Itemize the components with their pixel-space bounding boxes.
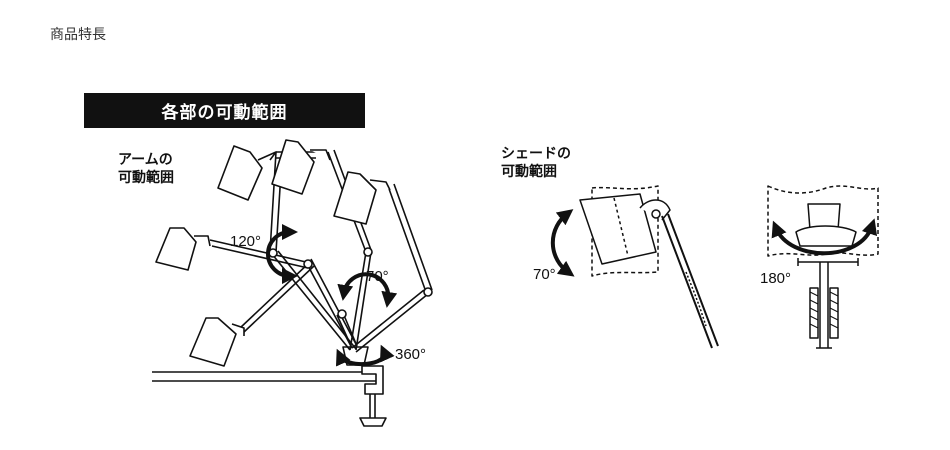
arm-label-line2: 可動範囲 [118, 170, 174, 186]
shade-swivel-drawing [767, 185, 879, 349]
arm-range-drawing [152, 139, 433, 427]
section-banner: 各部の可動範囲 [84, 93, 365, 128]
shade-tilt-drawing [550, 185, 719, 349]
angle-shade-tilt: 70° [533, 266, 556, 283]
shade-range-label: シェードの 可動範囲 [501, 145, 571, 181]
arm-label-line1: アームの [118, 152, 173, 168]
page-title: 商品特長 [50, 27, 106, 43]
angle-arm-base: 70° [366, 268, 389, 285]
arm-range-label: アームの 可動範囲 [118, 151, 174, 187]
lower-arm-variants [271, 250, 429, 353]
angle-arm-elbow: 120° [230, 233, 261, 250]
lamp-shades [155, 139, 391, 367]
shade-label-line2: 可動範囲 [501, 164, 557, 180]
shade-label-line1: シェードの [501, 146, 571, 162]
desk-clamp [359, 365, 387, 427]
angle-base-rotation: 360° [395, 346, 426, 363]
angle-shade-swivel: 180° [760, 270, 791, 287]
desk-edge [152, 371, 382, 382]
rotation-arrows-arm [266, 224, 398, 367]
banner-title: 各部の可動範囲 [161, 103, 288, 123]
